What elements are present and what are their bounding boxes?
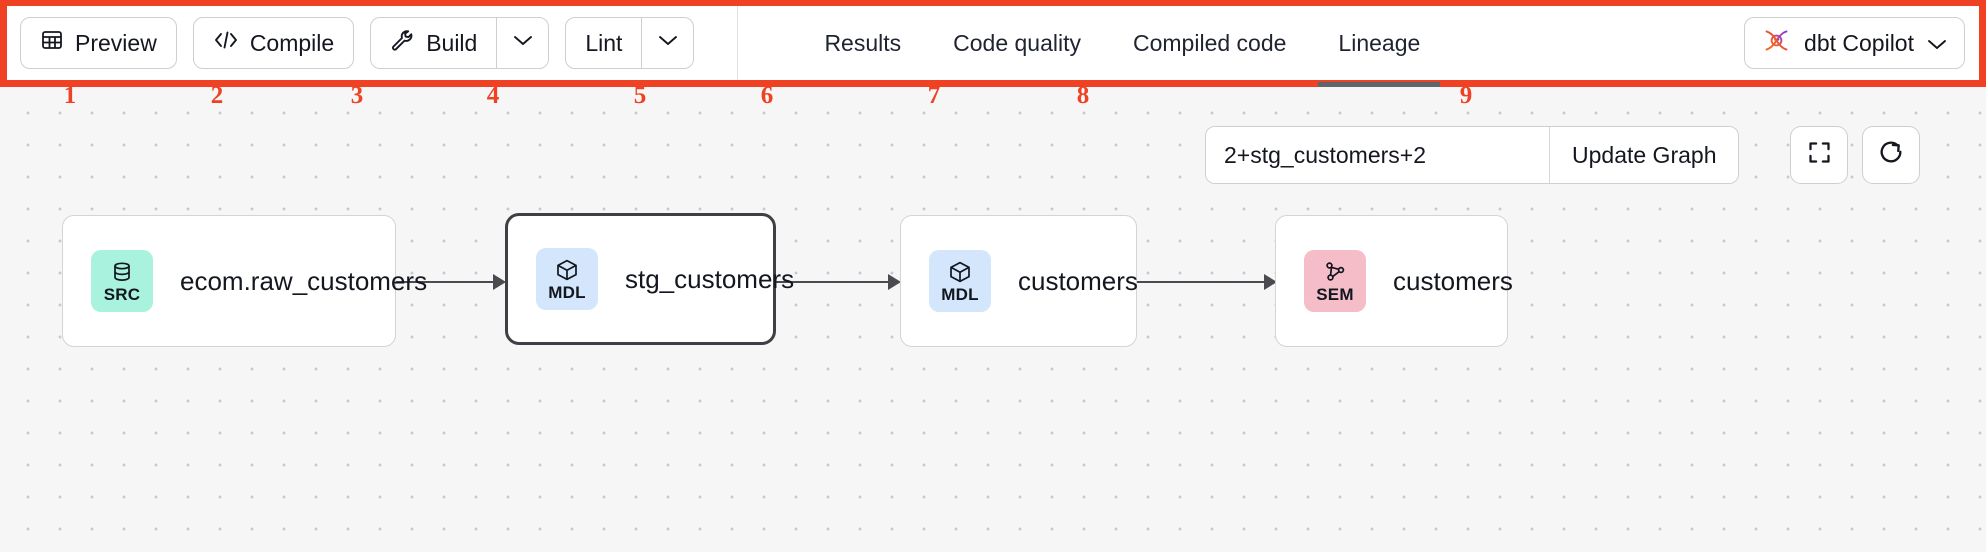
node-type-label: MDL bbox=[548, 282, 586, 302]
build-button-group: Build bbox=[370, 17, 550, 69]
tab-compiled-code-label: Compiled code bbox=[1133, 29, 1287, 56]
lint-button[interactable]: Lint bbox=[566, 18, 643, 68]
lineage-canvas[interactable]: SRC ecom.raw_customers MDL stg_customers bbox=[0, 87, 1986, 552]
node-selector-input[interactable] bbox=[1206, 127, 1550, 183]
code-brackets-icon bbox=[213, 29, 239, 57]
lineage-node-stg-customers[interactable]: MDL stg_customers bbox=[505, 213, 794, 345]
chevron-down-icon bbox=[1927, 30, 1947, 57]
node-type-badge-mdl: MDL bbox=[929, 250, 991, 312]
tab-compiled-code[interactable]: Compiled code bbox=[1107, 6, 1312, 80]
wrench-icon bbox=[390, 28, 415, 59]
compile-button[interactable]: Compile bbox=[192, 17, 355, 69]
annotation-number-2: 2 bbox=[210, 82, 224, 109]
fit-view-button[interactable] bbox=[1790, 126, 1849, 184]
lint-dropdown-toggle[interactable] bbox=[642, 18, 693, 68]
fullscreen-icon bbox=[1806, 139, 1833, 171]
result-pane-tabs: Results Code quality Compiled code Linea… bbox=[798, 6, 1446, 88]
preview-button-label: Preview bbox=[75, 29, 157, 56]
annotation-number-6: 6 bbox=[760, 82, 774, 109]
tab-lineage-label: Lineage bbox=[1338, 29, 1421, 56]
chevron-down-icon bbox=[513, 34, 533, 52]
toolbar-divider bbox=[737, 6, 739, 80]
preview-button[interactable]: Preview bbox=[20, 17, 177, 69]
toolbar-actions: Preview Compile bbox=[7, 6, 739, 80]
node-type-label: SRC bbox=[103, 284, 141, 304]
node-type-badge-mdl: MDL bbox=[536, 248, 598, 310]
chevron-down-icon bbox=[658, 34, 678, 52]
annotation-number-7: 7 bbox=[927, 82, 941, 109]
compile-button-label: Compile bbox=[249, 29, 335, 56]
lineage-node-source[interactable]: SRC ecom.raw_customers bbox=[62, 215, 427, 347]
annotation-number-4: 4 bbox=[486, 82, 500, 109]
build-button-label: Build bbox=[426, 29, 478, 56]
annotation-number-8: 8 bbox=[1076, 82, 1090, 109]
node-type-label: MDL bbox=[941, 284, 979, 304]
edge-src-to-stg bbox=[396, 281, 499, 283]
node-type-badge-sem: SEM bbox=[1304, 250, 1366, 312]
cube-icon bbox=[948, 260, 972, 286]
edge-arrowhead bbox=[1264, 274, 1277, 290]
refresh-icon bbox=[1877, 139, 1905, 172]
dbt-copilot-label: dbt Copilot bbox=[1804, 29, 1914, 56]
edge-arrowhead bbox=[493, 274, 506, 290]
edge-customers-to-sem bbox=[1137, 281, 1269, 283]
refresh-graph-button[interactable] bbox=[1862, 126, 1921, 184]
node-name-label: customers bbox=[1018, 265, 1138, 296]
update-graph-button[interactable]: Update Graph bbox=[1550, 127, 1739, 183]
tab-code-quality[interactable]: Code quality bbox=[927, 6, 1107, 80]
tab-lineage[interactable]: Lineage bbox=[1312, 6, 1446, 88]
build-dropdown-toggle[interactable] bbox=[497, 18, 548, 68]
node-name-label: ecom.raw_customers bbox=[180, 265, 428, 296]
annotation-number-5: 5 bbox=[633, 82, 647, 109]
edge-arrowhead bbox=[888, 274, 901, 290]
edge-stg-to-customers bbox=[776, 281, 893, 283]
node-type-badge-src: SRC bbox=[91, 250, 153, 312]
node-name-label: customers bbox=[1393, 265, 1513, 296]
annotation-number-9: 9 bbox=[1459, 82, 1473, 109]
lineage-graph-controls: Update Graph bbox=[1205, 126, 1921, 184]
cube-icon bbox=[555, 258, 579, 284]
tab-results-label: Results bbox=[824, 29, 902, 56]
table-grid-icon bbox=[40, 28, 64, 58]
semantic-graph-icon bbox=[1323, 260, 1347, 286]
dbt-copilot-icon bbox=[1762, 26, 1791, 61]
lint-button-group: Lint bbox=[565, 17, 695, 69]
build-button[interactable]: Build bbox=[371, 18, 498, 68]
dbt-copilot-button[interactable]: dbt Copilot bbox=[1744, 17, 1965, 69]
lint-button-label: Lint bbox=[585, 29, 623, 56]
lineage-node-customers-semantic[interactable]: SEM customers bbox=[1275, 215, 1513, 347]
editor-toolbar: Preview Compile bbox=[0, 0, 1986, 88]
tab-code-quality-label: Code quality bbox=[953, 29, 1081, 56]
tab-results[interactable]: Results bbox=[798, 6, 927, 80]
node-type-label: SEM bbox=[1316, 284, 1354, 304]
node-selector-group: Update Graph bbox=[1205, 126, 1740, 184]
annotation-number-1: 1 bbox=[63, 82, 77, 109]
node-name-label: stg_customers bbox=[625, 263, 795, 294]
lineage-node-customers-model[interactable]: MDL customers bbox=[900, 215, 1138, 347]
database-icon bbox=[110, 260, 134, 286]
annotation-number-3: 3 bbox=[350, 82, 364, 109]
